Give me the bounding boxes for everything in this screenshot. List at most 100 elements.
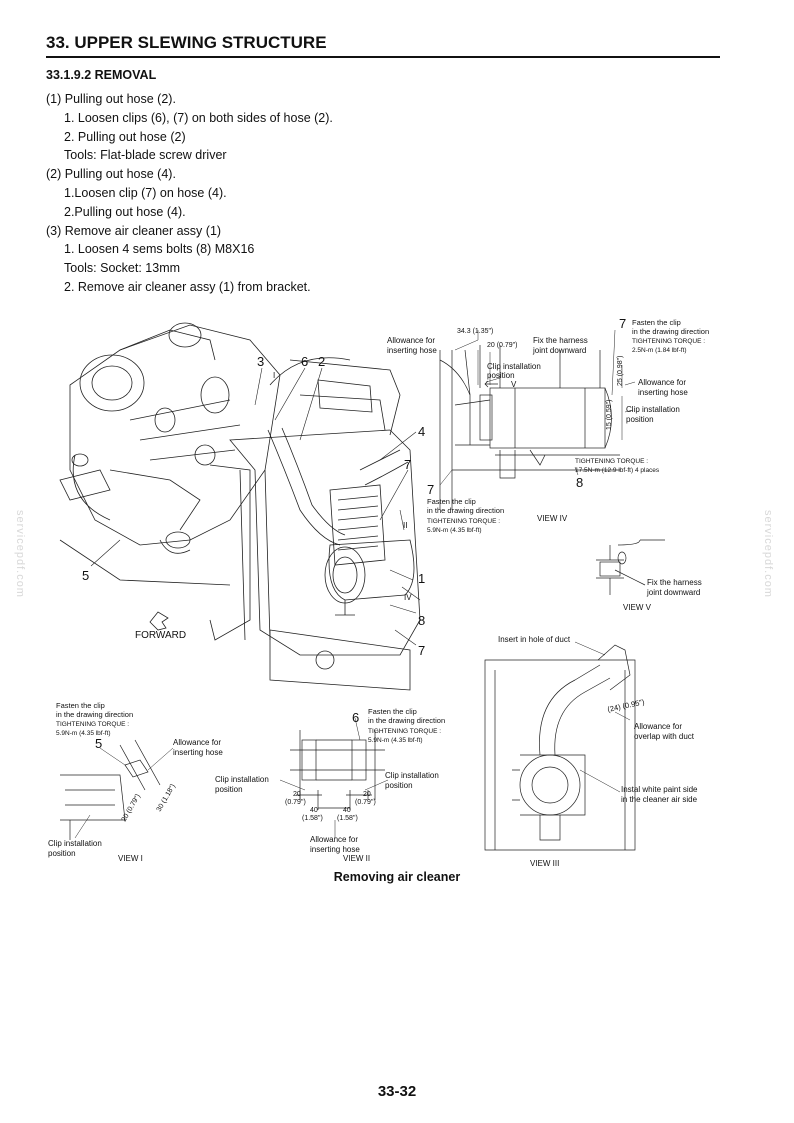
- view-mark-ii: II: [403, 521, 407, 530]
- view4-clip3: Clip installation: [626, 405, 680, 414]
- page-title: 33. UPPER SLEWING STRUCTURE: [46, 33, 327, 52]
- view3-overlap2: overlap with duct: [634, 732, 695, 741]
- callout-2: 2: [318, 354, 325, 369]
- step-line: 2. Pulling out hose (2): [64, 129, 186, 144]
- view4-clip1: Clip installation: [487, 362, 541, 371]
- view4-arrow-icon: [484, 380, 498, 388]
- view1-allow1: Allowance for: [173, 738, 221, 747]
- view2-clip-left1: Clip installation: [215, 775, 269, 784]
- view-iii-leaders: [574, 641, 631, 793]
- view4-tt2-label: TIGHTENING TORQUE :: [427, 518, 500, 525]
- view1-tt-val: 5.9N-m (4.35 lbf-ft): [56, 730, 111, 737]
- view-mark-iv: IV: [404, 593, 412, 602]
- step-line: 2. Remove air cleaner assy (1) from brac…: [64, 279, 311, 294]
- view5-label: VIEW V: [623, 603, 652, 612]
- view4-fix2: joint downward: [532, 346, 586, 355]
- view1-fasten1: Fasten the clip: [56, 701, 105, 710]
- callout-8: 8: [418, 613, 425, 628]
- view1-num5: 5: [95, 736, 102, 751]
- view2-fasten2: in the drawing direction: [368, 716, 445, 725]
- view2-clip-left2: position: [215, 785, 243, 794]
- step-line: (3) Remove air cleaner assy (1): [46, 223, 222, 238]
- view4-num8: 8: [576, 475, 583, 490]
- view4-num7b: 7: [427, 482, 434, 497]
- view2-tt-label: TIGHTENING TORQUE :: [368, 728, 441, 735]
- step-line: (2) Pulling out hose (4).: [46, 167, 176, 182]
- view3-label: VIEW III: [530, 859, 559, 868]
- view1-fasten2: in the drawing direction: [56, 710, 133, 719]
- view-i-leaders: [74, 747, 174, 839]
- step-line: (1) Pulling out hose (2).: [46, 92, 176, 106]
- view4-clip2: position: [487, 371, 515, 380]
- view2-d40b: 40: [343, 807, 351, 814]
- view5-fix2: joint downward: [646, 588, 700, 597]
- callout-1: 1: [418, 571, 425, 586]
- view2-d20b: 20: [363, 791, 371, 798]
- main-assembly-drawing: [59, 322, 421, 691]
- view4-tt-val: 17.5N-m (12.9 lbf-ft) 4 places: [575, 467, 660, 474]
- view4-view-mark: V: [511, 380, 517, 389]
- view-ii-leaders: [279, 717, 389, 838]
- view4-fix1: Fix the harness: [533, 336, 588, 345]
- view1-clip1: Clip installation: [48, 839, 102, 848]
- view3-paint1: Instal white paint side: [621, 785, 698, 794]
- view4-tt-label: TIGHTENING TORQUE :: [575, 458, 648, 465]
- step-line: 1.Loosen clip (7) on hose (4).: [64, 185, 227, 200]
- view4-allow2: inserting hose: [387, 346, 437, 355]
- view2-fasten1: Fasten the clip: [368, 707, 417, 716]
- view-mark-i: I: [273, 371, 275, 380]
- view4-fasten3: Fasten the clip: [427, 497, 476, 506]
- view1-dim30: 30 (1.18"): [156, 783, 177, 813]
- view-i-drawing: [60, 739, 161, 840]
- watermark-right: servicepdf.com: [762, 510, 774, 598]
- view-v-drawing: [596, 539, 665, 595]
- page-number: 33-32: [377, 1083, 417, 1100]
- view4-clip4: position: [626, 415, 654, 424]
- view2-d20a: 20: [293, 791, 301, 798]
- section-heading: 33.1.9.2 REMOVAL: [46, 68, 157, 82]
- view2-d20b-in: (0.79"): [355, 799, 376, 806]
- callout-6: 6: [301, 354, 308, 369]
- forward-arrow-icon: [149, 611, 169, 631]
- view4-label: VIEW IV: [537, 514, 568, 523]
- view4-torque-val: 2.5N-m (1.84 lbf-ft): [632, 347, 687, 354]
- step-line: Tools: Flat-blade screw driver: [64, 148, 227, 163]
- step-line: Tools: Socket: 13mm: [64, 261, 181, 276]
- view4-torque-label: TIGHTENING TORQUE :: [632, 338, 705, 345]
- view2-num6: 6: [352, 710, 359, 725]
- view4-dim-343: 34.3 (1.35"): [457, 328, 493, 335]
- view2-allow2: inserting hose: [310, 845, 360, 854]
- view2-d20a-in: (0.79"): [285, 799, 306, 806]
- view3-overlap1: Allowance for: [634, 722, 682, 731]
- view5-fix1: Fix the harness: [647, 578, 702, 587]
- removal-steps: (1) Pulling out hose (2). 1. Loosen clip…: [46, 90, 333, 297]
- figure-caption: Removing air cleaner: [333, 870, 461, 884]
- view2-d40a-in: (1.58"): [302, 815, 323, 822]
- view4-allow1: Allowance for: [387, 336, 435, 345]
- callout-7: 7: [404, 457, 411, 472]
- view4-num7: 7: [619, 316, 626, 331]
- view4-allow3: Allowance for: [638, 378, 686, 387]
- view3-paint2: in the cleaner air side: [621, 795, 698, 804]
- view-iv-leaders: [439, 329, 636, 486]
- view-ii-drawing: [290, 730, 385, 810]
- title-rule: [46, 56, 720, 58]
- view2-d40a: 40: [310, 807, 318, 814]
- forward-label: FORWARD: [135, 630, 186, 641]
- view2-label: VIEW II: [343, 854, 370, 863]
- callout-3: 3: [257, 354, 264, 369]
- view1-tt-label: TIGHTENING TORQUE :: [56, 721, 129, 728]
- view-iv-drawing: [439, 345, 620, 510]
- main-leader-lines: [90, 367, 421, 646]
- callout-7b: 7: [418, 643, 425, 658]
- callout-5: 5: [82, 568, 89, 583]
- view4-fasten2: in the drawing direction: [632, 327, 709, 336]
- view3-dim: (24) (0.95"): [607, 697, 646, 714]
- view1-allow2: inserting hose: [173, 748, 223, 757]
- step-line: 1. Loosen 4 sems bolts (8) M8X16: [64, 242, 255, 257]
- view-iii-drawing: [484, 644, 636, 851]
- view2-clip-right2: position: [385, 781, 413, 790]
- view4-fasten4: in the drawing direction: [427, 506, 504, 515]
- step-line: 2.Pulling out hose (4).: [64, 204, 186, 219]
